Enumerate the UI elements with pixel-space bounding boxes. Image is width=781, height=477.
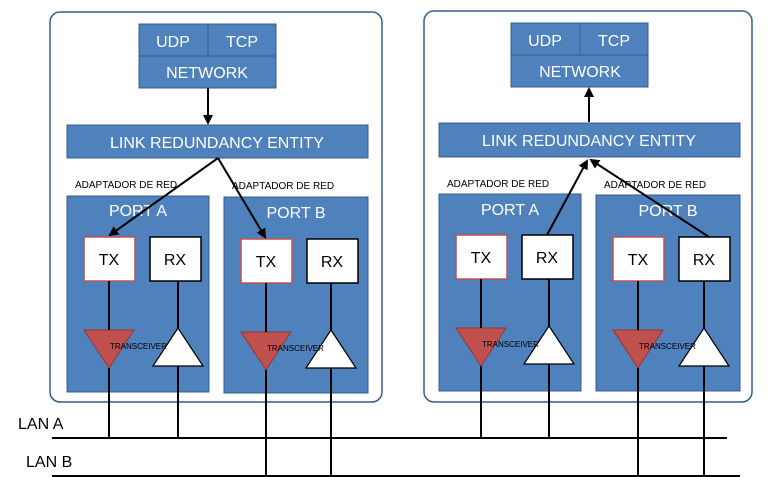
udp-label: UDP (156, 34, 190, 51)
rx-a-label: RX (164, 252, 187, 269)
tx-b-label: TX (628, 252, 649, 269)
lan-b-label: LAN B (26, 454, 72, 471)
udp-label: UDP (528, 33, 562, 50)
rx-a-box (149, 236, 202, 282)
udp-box (138, 23, 209, 57)
tx-b-box (612, 236, 665, 282)
rx-b-box (306, 238, 359, 284)
lan-buses: LAN A LAN B (18, 364, 740, 477)
rx-a-to-lre-arrow (546, 159, 588, 236)
transceiver-label-a: TRANSCEIVER (482, 340, 539, 349)
lre-label: LINK REDUNDANCY ENTITY (110, 135, 324, 152)
tx-a-label: TX (471, 250, 492, 267)
adapter-label-b: ADAPTADOR DE RED (232, 181, 334, 192)
tcp-label: TCP (226, 34, 258, 51)
transceiver-label-a: TRANSCEIVER (110, 342, 167, 351)
tx-a-label: TX (99, 252, 120, 269)
network-label: NETWORK (539, 64, 621, 81)
lre-to-tx-b-arrow (217, 157, 267, 239)
rx-a-label: RX (536, 250, 559, 267)
rx-a-box (521, 234, 574, 280)
node-right: UDP TCP NETWORK LINK REDUNDANCY ENTITY A… (423, 10, 753, 403)
port-a-label: PORT A (481, 202, 539, 219)
tx-a-box (455, 234, 508, 280)
adapter-label-a: ADAPTADOR DE RED (447, 179, 549, 190)
tcp-box (207, 23, 277, 57)
port-a-label: PORT A (109, 203, 167, 220)
network-label: NETWORK (166, 65, 248, 82)
rx-b-box (678, 236, 731, 282)
network-box (138, 55, 277, 89)
network-box (510, 54, 649, 88)
transceiver-label-b: TRANSCEIVER (639, 342, 696, 351)
lre-to-tx-a-arrow (108, 157, 219, 237)
tcp-label: TCP (598, 33, 630, 50)
tcp-box (579, 22, 649, 56)
adapter-label-a: ADAPTADOR DE RED (75, 180, 177, 191)
tx-b-label: TX (256, 254, 277, 271)
adapter-label-b: ADAPTADOR DE RED (604, 180, 706, 191)
rx-b-to-lre-arrow (589, 158, 710, 238)
transceiver-label-b: TRANSCEIVER (267, 344, 324, 353)
lre-box (438, 122, 741, 158)
lre-label: LINK REDUNDANCY ENTITY (482, 133, 696, 150)
rx-b-label: RX (693, 252, 716, 269)
node-left: UDP TCP NETWORK LINK REDUNDANCY ENTITY A… (49, 11, 383, 403)
udp-box (510, 22, 581, 56)
lan-a-label: LAN A (18, 416, 64, 433)
port-b-label: PORT B (639, 203, 698, 220)
port-b-label: PORT B (267, 205, 326, 222)
rx-b-label: RX (321, 254, 344, 271)
